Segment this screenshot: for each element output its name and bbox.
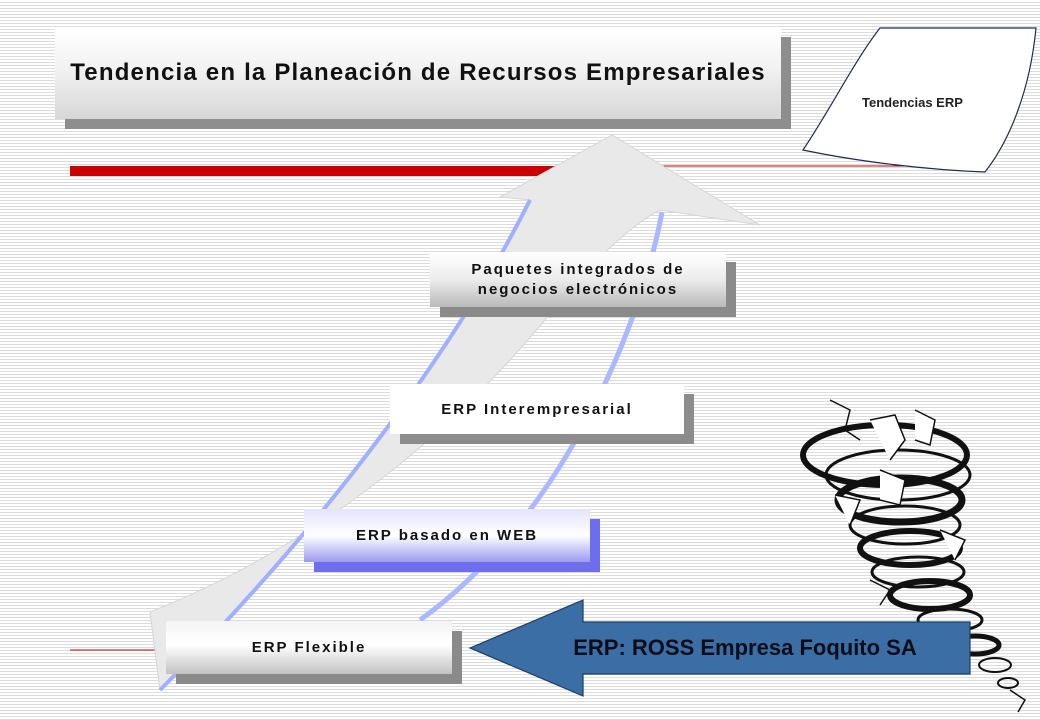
tornado-icon <box>800 399 1027 713</box>
stage-label-flexible: ERP Flexible <box>166 621 452 674</box>
callout-arrow-shape <box>468 599 971 697</box>
stage-label-line-1: Paquetes integrados de <box>471 260 685 278</box>
stage-box-interempresarial: ERP Interempresarial <box>390 384 694 444</box>
stage-box-paquetes: Paquetes integrados de negocios electrón… <box>430 252 736 317</box>
red-divider-bar <box>70 166 560 176</box>
stage-box-flexible: ERP Flexible <box>166 621 462 684</box>
stage-label-line-2: negocios electrónicos <box>477 280 679 298</box>
tab-label: Tendencias ERP <box>862 95 963 110</box>
title-box: Tendencia en la Planeación de Recursos E… <box>55 27 791 129</box>
callout-label: ERP: ROSS Empresa Foquito SA <box>573 635 917 660</box>
page-title: Tendencia en la Planeación de Recursos E… <box>55 27 781 119</box>
stage-label-paquetes: Paquetes integrados de negocios electrón… <box>430 252 726 307</box>
stage-label-web: ERP basado en WEB <box>304 509 590 562</box>
stage-label-interempresarial: ERP Interempresarial <box>390 384 684 434</box>
stage-box-web: ERP basado en WEB <box>304 509 600 572</box>
tab-shape <box>802 27 1037 173</box>
